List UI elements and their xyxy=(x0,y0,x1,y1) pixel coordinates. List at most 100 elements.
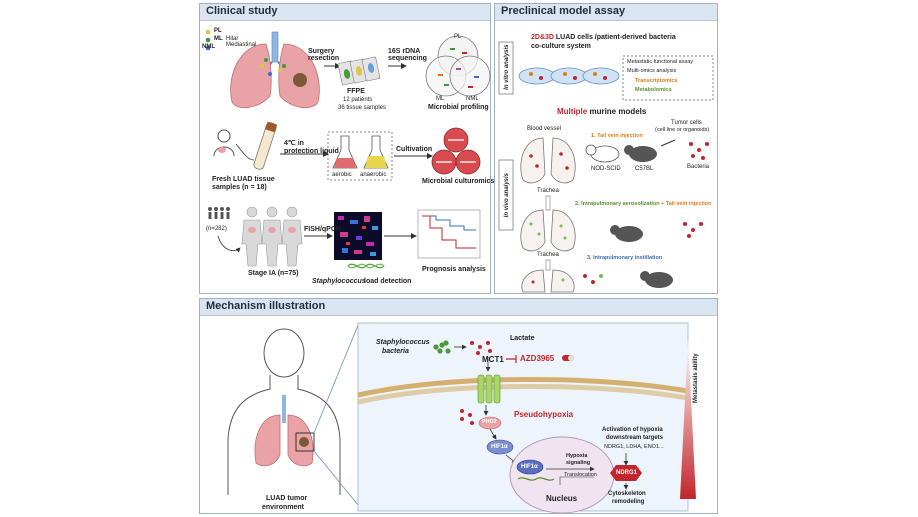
intracellular-lactate xyxy=(460,409,474,425)
metastasis-ability-label: Metastasis ability xyxy=(692,353,699,403)
pseudohypoxia-label: Pseudohypoxia xyxy=(514,410,574,419)
model-3-label: 3. Intrapulmonary instillation xyxy=(587,255,663,261)
inhibition-symbol xyxy=(506,355,517,363)
cohort-n-label: (n=282) xyxy=(206,226,227,232)
clinical-study-title: Clinical study xyxy=(206,5,278,17)
sequencing-label: 16S rDNA sequencing xyxy=(388,48,427,63)
bacteria-dots-3 xyxy=(583,274,603,284)
ffpe-slides-icon xyxy=(337,56,381,86)
anaerobic-label: anaerobic xyxy=(360,172,387,178)
lungs-blood-vessel-icon xyxy=(520,137,576,184)
dna-icon xyxy=(347,263,385,269)
invitro-side-box xyxy=(498,41,514,95)
lungs-icon xyxy=(230,31,320,109)
targets-label: NDRG1, LDHA, ENO1... xyxy=(604,444,664,450)
signaling-label: signaling xyxy=(566,460,591,466)
legend-pl-dot xyxy=(205,29,211,35)
metastasis-gradient-triangle xyxy=(680,339,696,499)
tumor-cells-label-2: (cell line or organoids) xyxy=(655,127,710,133)
tube-icon xyxy=(253,121,278,170)
translocation-label: Translocation xyxy=(564,472,597,478)
stage-label: Stage IA (n=75) xyxy=(248,270,299,277)
env-label-2: environment xyxy=(262,504,305,511)
clinical-study-panel: Clinical study xyxy=(199,3,495,294)
fresh-tissue-label-1: Fresh LUAD tissue xyxy=(212,176,275,183)
tissue-samples-label: 36 tissue samples xyxy=(338,105,387,111)
ndrg1-label: NDRG1 xyxy=(616,470,638,476)
phd2-label: PHD2 xyxy=(482,419,497,425)
mouse-black-icon xyxy=(624,145,657,162)
lungs-trachea-icon-2 xyxy=(521,259,575,293)
tumor-cells-label-1: Tumor cells xyxy=(671,120,702,126)
syringe-icon-1 xyxy=(660,139,676,147)
invivo-side-label: In vivo analysis xyxy=(503,172,510,218)
pill-icon xyxy=(562,355,574,361)
legend-ml-abbr: ML xyxy=(214,36,223,42)
ffpe-label: FFPE xyxy=(347,88,365,95)
legend-mediastinal: Mediastinal xyxy=(226,42,257,48)
hif1a-nucleus-label: HIF1α xyxy=(521,464,538,470)
c57bl-label: C57BL xyxy=(635,166,654,172)
three-bodies-icon xyxy=(241,206,303,267)
person-icon-row2 xyxy=(213,129,235,157)
preclinical-title: Preclinical model assay xyxy=(501,5,626,17)
staph-bacteria-icon xyxy=(433,340,451,354)
mechanism-graphics xyxy=(227,322,696,514)
arrow-to-tube xyxy=(235,143,255,161)
aerobic-flask-icon xyxy=(332,135,358,169)
venn-diagram xyxy=(425,35,491,97)
staph-label-1: Staphylococcus xyxy=(376,339,430,346)
assay-box xyxy=(622,55,714,101)
mct1-label: MCT1 xyxy=(482,355,504,364)
anaerobic-flask-icon xyxy=(363,135,389,169)
microbial-culturomics-label: Microbial culturomics xyxy=(422,178,495,185)
clinical-study-header: Clinical study xyxy=(200,4,490,21)
survival-curve-icon xyxy=(417,209,481,259)
mouse-white-icon xyxy=(585,144,620,163)
cultivation-label: Cultivation xyxy=(396,146,433,153)
activation-label-2: downstream targets xyxy=(606,435,664,441)
coculture-dishes-icon xyxy=(518,67,620,85)
invitro-2d3d-label: 2D&3D xyxy=(531,34,554,41)
nucleus-label: Nucleus xyxy=(546,494,578,503)
culture-plates-icon xyxy=(431,127,481,175)
nod-scid-label: NOD-SCID xyxy=(591,166,621,172)
detection-species-label: Staphylococcus xyxy=(312,278,366,285)
mechanism-title: Mechanism illustration xyxy=(206,300,326,312)
ndrg1-node xyxy=(610,465,642,481)
surgery-resection-label: Surgery resection xyxy=(308,48,340,63)
lactate-label: Lactate xyxy=(510,335,535,342)
lactate-dots xyxy=(470,341,492,355)
microbial-profiling-label: Microbial profiling xyxy=(428,104,489,111)
invitro-head-line2: co-culture system xyxy=(531,43,591,50)
prognosis-analysis-label: Prognosis analysis xyxy=(422,266,486,273)
trachea-label-2: Trachea xyxy=(537,252,559,258)
hif1a-cyto-label: HIF1α xyxy=(491,444,508,450)
preclinical-panel: Preclinical model assay xyxy=(494,3,718,294)
fresh-tissue-label-2: samples (n = 18) xyxy=(212,184,267,191)
legend-ml-dot xyxy=(205,37,211,43)
model-1-label: 1. Tail vein injection xyxy=(591,133,643,139)
invitro-head-rest: LUAD cells /patient-derived bacteria xyxy=(555,34,676,41)
cytoskeleton-label-2: remodeling xyxy=(612,499,645,505)
legend-hilar: Hilar xyxy=(226,36,239,42)
aerobic-label: aerobic xyxy=(332,172,352,178)
fish-image-panel xyxy=(334,212,382,260)
nucleus-dna-icon xyxy=(517,477,555,481)
bacteria-dots-2 xyxy=(683,222,703,238)
bacteria-dots-1 xyxy=(689,142,709,160)
venn-nml-label: NML xyxy=(466,96,479,102)
env-label-1: LUAD tumor xyxy=(266,495,308,502)
mechanism-panel: Mechanism illustration xyxy=(199,298,718,514)
murine-models-label: murine models xyxy=(589,107,647,116)
mct1-transporter-icon xyxy=(477,374,501,404)
model-2-label: 2. Intrapulmonary aerosolization xyxy=(575,201,660,207)
azd3965-label: AZD3965 xyxy=(520,354,555,363)
activation-label-1: Activation of hypoxia xyxy=(602,427,663,433)
venn-ml-label: ML xyxy=(436,96,445,102)
legend-nml-dot xyxy=(205,45,211,51)
assay-item-4: Metabolomics xyxy=(635,87,672,93)
culture-box xyxy=(327,131,393,181)
zoom-lines xyxy=(313,324,359,506)
